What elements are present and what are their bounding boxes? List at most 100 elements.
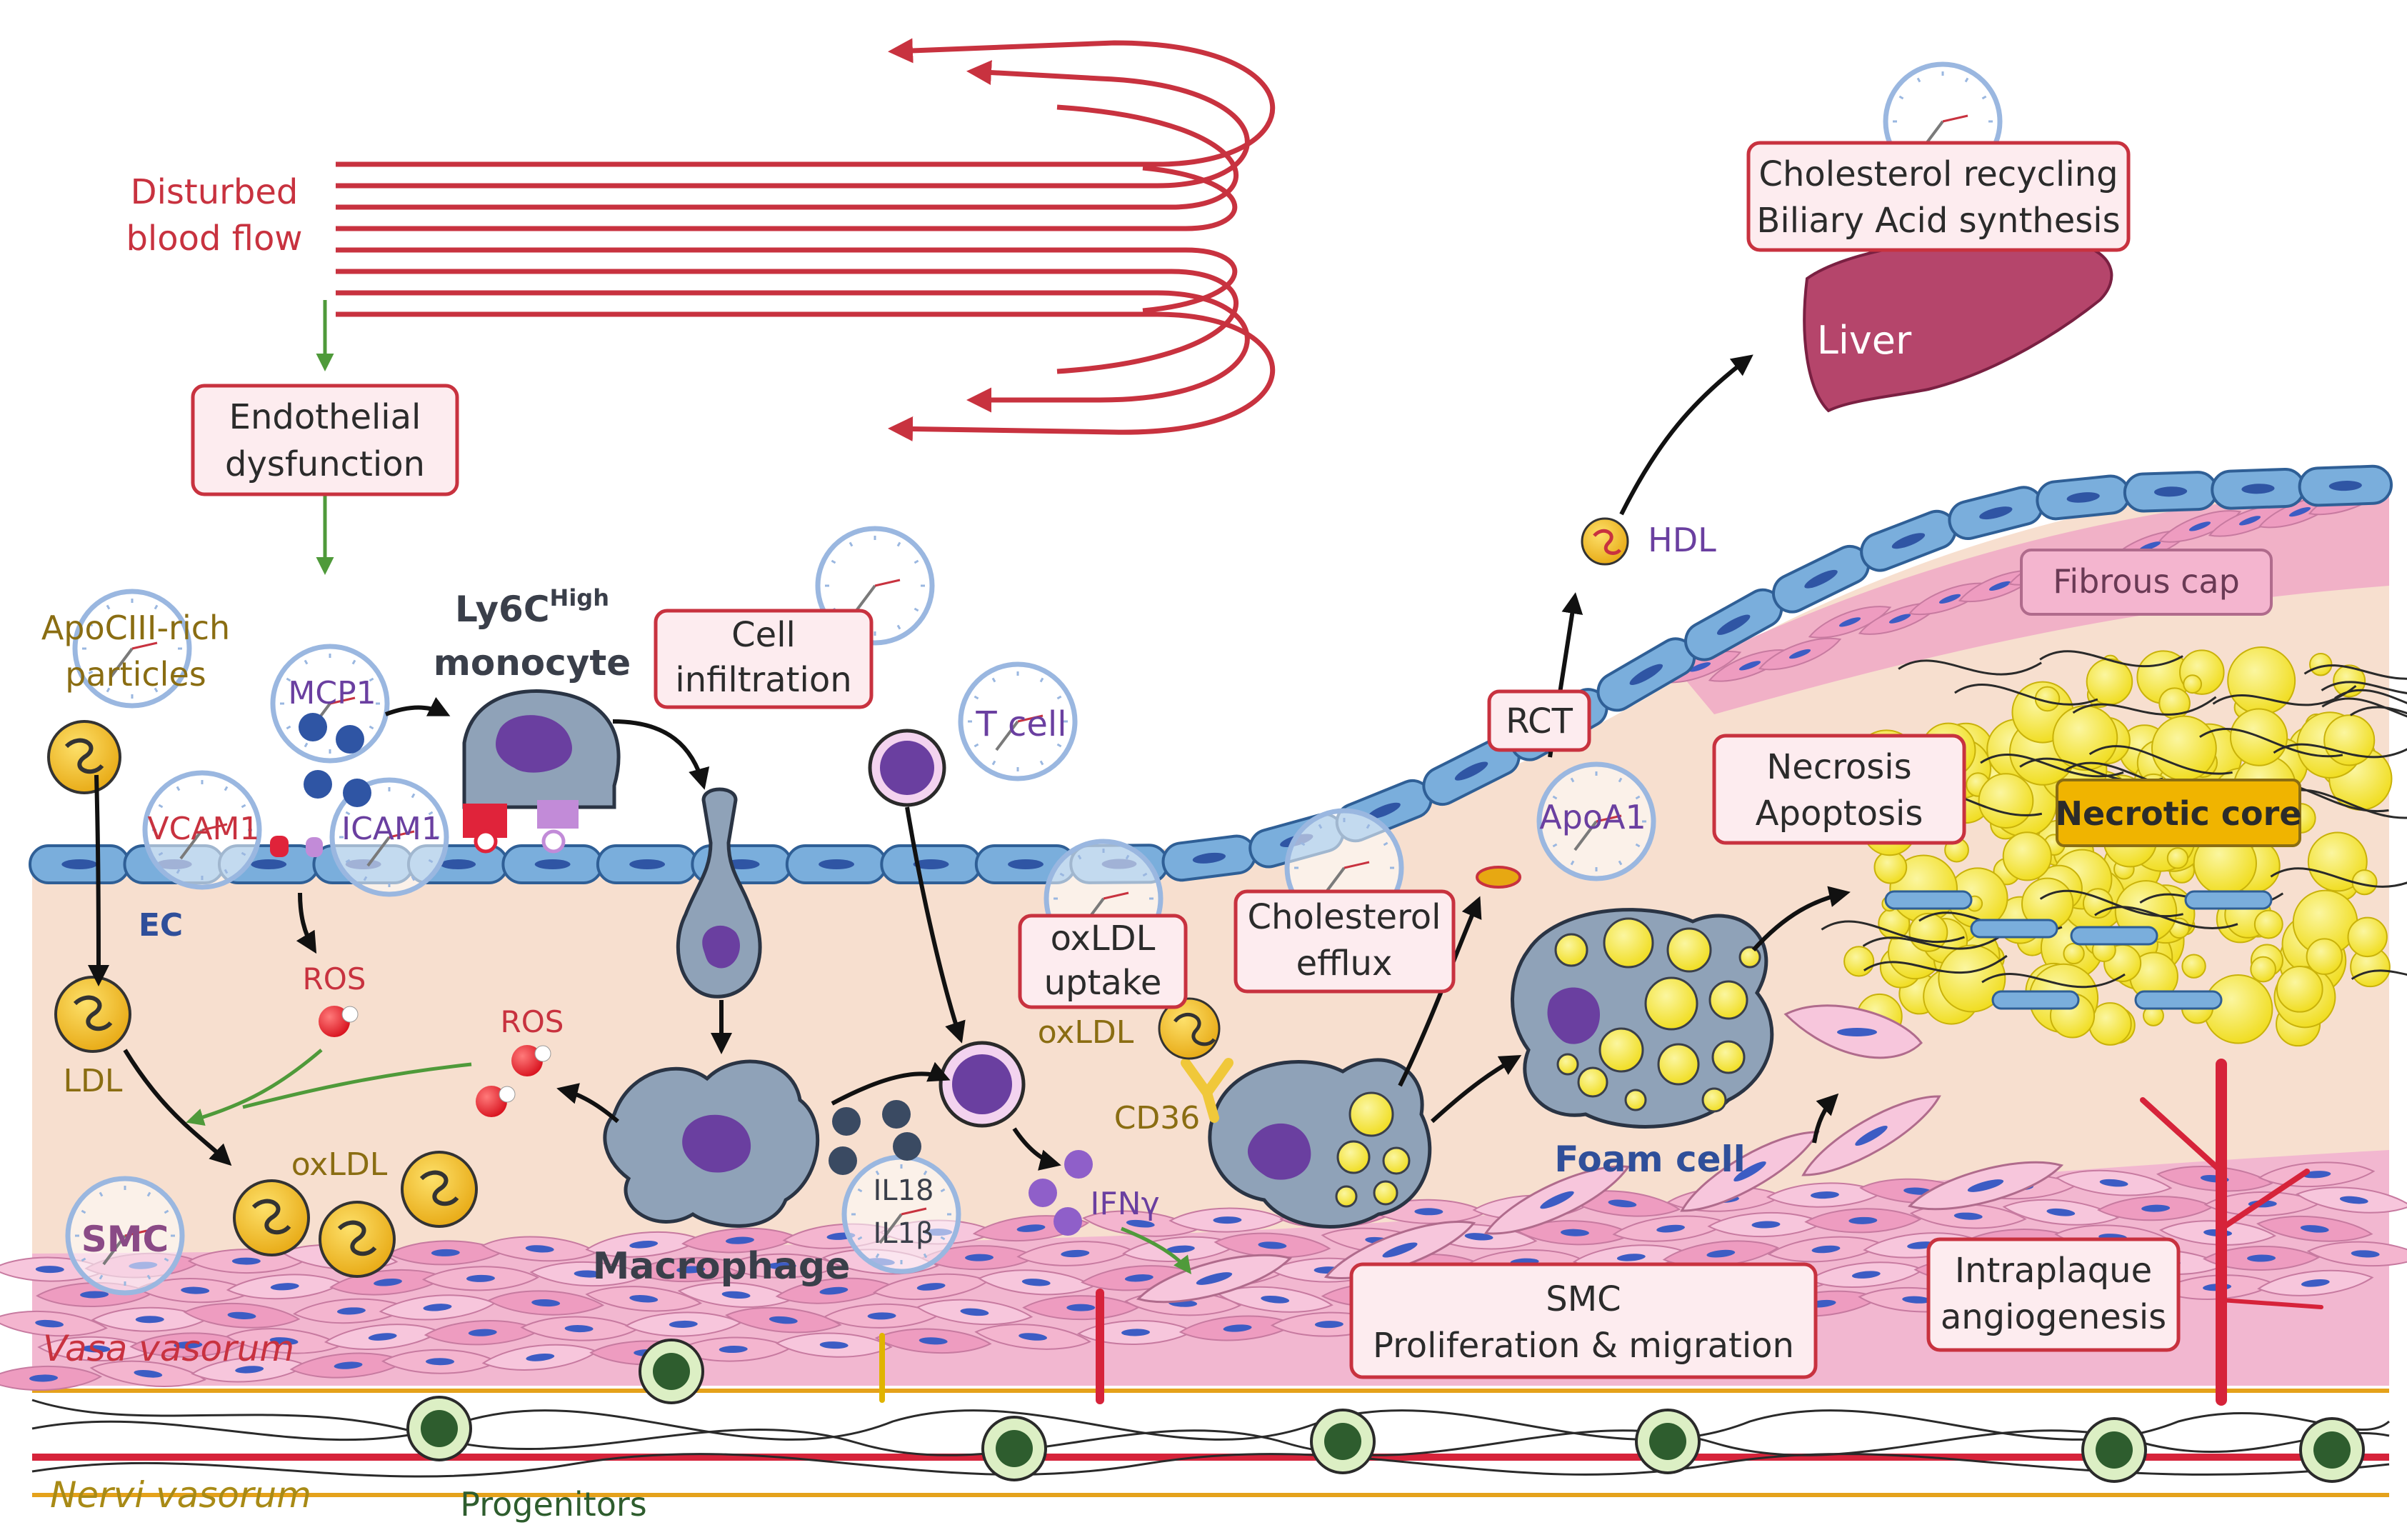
lipid-droplet	[1336, 1140, 1371, 1174]
lipid-droplet	[1938, 944, 2006, 1013]
intraplaque-angiogenesis-box: Intraplaque angiogenesis	[1926, 1237, 2181, 1352]
clock-icon	[958, 661, 1078, 781]
smc-cell	[225, 1328, 343, 1354]
smc-cell	[1907, 1161, 2064, 1211]
smc-cell	[487, 1290, 605, 1316]
disturbed-flow-label-2: blood flow	[126, 219, 302, 259]
smc-cell	[129, 1332, 247, 1358]
hdl-particles	[1476, 517, 1629, 889]
smc-cell	[2002, 1199, 2120, 1226]
fibrous-cap-label: Fibrous cap	[2053, 562, 2240, 601]
lipid-droplet	[1335, 1185, 1358, 1208]
lipid-droplet	[1624, 1089, 1647, 1111]
smc-proliferation-box: SMC Proliferation & migration	[1349, 1262, 1818, 1379]
smc-cell	[183, 1302, 301, 1329]
cholesterol-efflux-box: Cholesterol efflux	[1233, 889, 1456, 994]
lipid-droplet	[1843, 946, 1875, 977]
progenitor-cell	[639, 1339, 704, 1404]
smc-cell	[585, 1286, 703, 1312]
endothelial-cell	[2298, 464, 2393, 507]
ldl-particle	[54, 976, 131, 1053]
svg-text:efflux: efflux	[1296, 944, 1393, 984]
macrophage-cell	[603, 1059, 820, 1228]
lipid-droplet	[1701, 1087, 1727, 1113]
collagen-fibre	[2088, 745, 2233, 775]
lipid-droplet	[1554, 933, 1588, 967]
il1b-label: IL1β	[873, 1217, 934, 1250]
svg-text:Cell: Cell	[731, 615, 796, 655]
smc-prolif-line2: Proliferation & migration	[1373, 1326, 1794, 1366]
smc-label: SMC	[81, 1219, 169, 1260]
svg-text:Intraplaque: Intraplaque	[1955, 1251, 2152, 1291]
hdl-label: HDL	[1648, 521, 1716, 559]
transmigrating-monocyte	[676, 787, 762, 999]
oxldl-label-1: oxLDL	[291, 1146, 388, 1183]
smc-cell	[1808, 1261, 1925, 1289]
cell-infiltration-box: Cell infiltration	[654, 609, 874, 709]
smc-cell	[1076, 1319, 1195, 1345]
lipid-droplet	[1666, 927, 1712, 973]
svg-text:Cholesterol recycling: Cholesterol recycling	[1758, 154, 2118, 194]
collagen-fibre	[2270, 867, 2407, 888]
black-arrows	[87, 354, 1851, 1171]
liver-label: Liver	[1817, 318, 1912, 363]
ldl-particle	[47, 720, 121, 794]
smc-cell	[37, 1336, 155, 1361]
ros-molecules	[319, 1006, 551, 1117]
collagen-fibre	[2334, 689, 2407, 704]
necrosis-apoptosis-box: Necrosis Apoptosis	[1712, 734, 1966, 845]
svg-text:Necrosis: Necrosis	[1766, 747, 1911, 787]
cholesterol-efflux-line2: efflux	[1296, 944, 1393, 984]
collagen-fibre	[2039, 650, 2183, 668]
necrosis-line1: Necrosis	[1766, 747, 1911, 787]
lipid-droplet	[2253, 909, 2283, 939]
smc-cell	[775, 1277, 893, 1304]
ldl-label: LDL	[64, 1063, 123, 1099]
smc-cell	[2306, 1241, 2407, 1267]
lipid-droplet	[1348, 1091, 1394, 1137]
debris-cell	[1884, 890, 1973, 910]
rct-box: RCT	[1487, 689, 1591, 752]
smc-cell	[974, 1324, 1091, 1350]
smc-cell	[2202, 1245, 2321, 1271]
svg-text:uptake: uptake	[1044, 963, 1162, 1003]
clock-icon	[142, 770, 262, 890]
smc-cell	[1808, 606, 1892, 639]
adhesion-receptors	[270, 836, 323, 857]
collagen-fibre	[2351, 969, 2407, 980]
necrotic-core-box: Necrotic core	[2055, 779, 2302, 847]
svg-text:Cholesterol: Cholesterol	[1248, 897, 1441, 937]
ldl-particles	[47, 720, 478, 1278]
lipid-droplet	[1711, 1040, 1746, 1074]
endothelial-dysfunction-box: Endothelial dysfunction	[191, 384, 459, 496]
nervi-vasorum-label: Nervi vasorum	[50, 1474, 311, 1516]
necrosis-line2: Apoptosis	[1756, 794, 1923, 834]
migrating-smc	[1783, 1004, 1923, 1059]
lipid-droplet	[1598, 1027, 1644, 1073]
cell-infiltration-line2: infiltration	[675, 660, 851, 700]
cd36-label: CD36	[1114, 1100, 1201, 1136]
monocyte-label: monocyte	[434, 642, 631, 684]
ly6c-monocyte-cell	[462, 689, 621, 854]
ldl-particle	[319, 1201, 396, 1278]
lipid-droplet	[1738, 946, 1761, 969]
lipid-droplet	[2002, 831, 2052, 881]
smc-cell	[0, 1365, 103, 1391]
svg-text:Apoptosis: Apoptosis	[1756, 794, 1923, 834]
lipid-droplet	[2276, 965, 2323, 1013]
smc-cell	[2158, 510, 2242, 543]
lipid-droplet	[2250, 956, 2276, 983]
smc-cell	[2296, 1186, 2407, 1214]
smc-cell	[2256, 1215, 2373, 1242]
smc-cell	[1662, 1240, 1779, 1267]
progenitors-label: Progenitors	[460, 1485, 646, 1524]
progenitor-cell	[981, 1416, 1047, 1481]
cholesterol-efflux-line1: Cholesterol	[1248, 897, 1441, 937]
lipid-droplet	[2347, 916, 2388, 958]
smc-cell	[89, 1360, 206, 1388]
ros-label-2: ROS	[501, 1004, 564, 1039]
progenitor-cell	[1635, 1409, 1701, 1474]
fibrous-cap-box: Fibrous cap	[2020, 549, 2273, 616]
clock-icon	[72, 589, 192, 709]
